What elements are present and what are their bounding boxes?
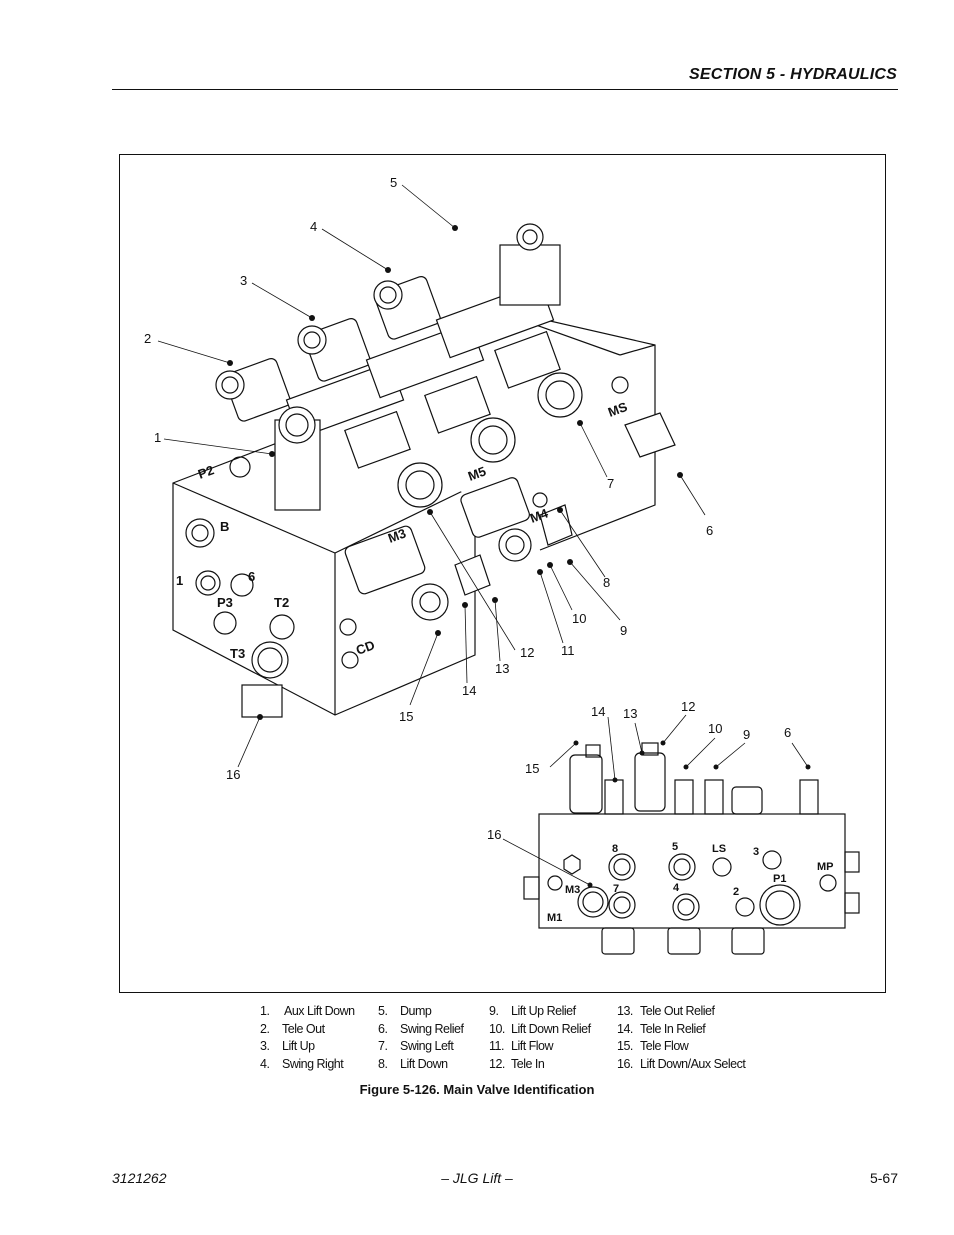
inset-callout-16: 16 [487, 827, 501, 842]
legend-item: 10.Lift Down Relief [489, 1021, 591, 1036]
port-label-m4: M4 [528, 505, 551, 526]
inset-label-m3: M3 [565, 884, 580, 896]
legend-item: 2.Tele Out [260, 1021, 325, 1036]
inset-label-3: 3 [753, 846, 759, 858]
inset-leader-dots [573, 740, 811, 888]
port-label-cd: CD [354, 637, 377, 658]
callout-10: 10 [572, 611, 586, 626]
footer-page-number: 5-67 [869, 1170, 898, 1186]
inset-label-p1: P1 [773, 873, 786, 885]
port-label-6: 6 [248, 569, 255, 584]
main-leader-lines [157, 184, 706, 768]
callout-9: 9 [620, 623, 627, 638]
port-label-m5: M5 [466, 464, 488, 484]
solenoid-valves [215, 223, 676, 718]
inset-label-8: 8 [612, 843, 618, 855]
inset-callout-15: 15 [525, 761, 539, 776]
port-label-m3: M3 [386, 526, 408, 546]
inset-port-labels: 8 5 LS 3 MP 7 4 2 P1 M3 M1 [547, 841, 834, 924]
legend-item: 1.Aux Lift Down [260, 1004, 355, 1018]
legend-col-4: 13.Tele Out Relief 14.Tele In Relief 15.… [617, 1003, 746, 1073]
legend-col-2: 5.Dump 6.Swing Relief 7.Swing Left 8.Lif… [378, 1003, 464, 1073]
callout-7: 7 [607, 476, 614, 491]
inset-callout-6: 6 [784, 725, 791, 740]
callout-5: 5 [390, 175, 397, 190]
inset-callout-9: 9 [743, 727, 750, 742]
callout-13: 13 [495, 661, 509, 676]
legend-item: 7.Swing Left [378, 1039, 454, 1053]
port-label-t2: T2 [274, 595, 289, 610]
callout-14: 14 [462, 683, 476, 698]
main-port-labels: P2 B 1 6 P3 T2 T3 CD MS M4 M5 M3 [176, 399, 630, 661]
port-label-ms: MS [606, 399, 630, 420]
inset-front-view [523, 742, 860, 955]
inset-label-mp: MP [817, 861, 834, 873]
legend-item: 9.Lift Up Relief [489, 1004, 576, 1018]
figure-caption: Figure 5-126. Main Valve Identification [359, 1082, 595, 1097]
legend-item: 16.Lift Down/Aux Select [617, 1056, 746, 1071]
section-header: SECTION 5 - HYDRAULICS [689, 66, 897, 83]
legend-item: 15.Tele Flow [617, 1039, 689, 1053]
inset-callout-13: 13 [623, 706, 637, 721]
inset-callout-10: 10 [708, 721, 722, 736]
port-label-p2: P2 [196, 462, 216, 482]
inset-label-2: 2 [733, 886, 739, 898]
callout-1: 1 [154, 430, 161, 445]
main-leader-dots [227, 225, 683, 720]
legend-item: 12.Tele In [489, 1056, 545, 1071]
port-label-1: 1 [176, 573, 183, 588]
legend-item: 5.Dump [378, 1004, 432, 1018]
main-valve-figure: P2 B 1 6 P3 T2 T3 CD MS M4 M5 M3 [119, 154, 886, 993]
callout-2: 2 [144, 331, 151, 346]
inset-label-7: 7 [613, 883, 619, 895]
port-label-p3: P3 [217, 595, 233, 610]
callout-6: 6 [706, 523, 713, 538]
callout-8: 8 [603, 575, 610, 590]
inset-callouts: 14 13 12 10 9 6 15 16 [487, 699, 791, 842]
port-circles [185, 376, 629, 679]
header-rule [112, 89, 898, 90]
valve-drawing: P2 B 1 6 P3 T2 T3 CD MS M4 M5 M3 [144, 175, 860, 955]
main-callouts: 1 2 3 4 5 6 7 8 9 10 11 12 13 14 15 16 [144, 175, 713, 782]
legend-item: 8.Lift Down [378, 1056, 448, 1071]
inset-label-ls: LS [712, 843, 726, 855]
legend-item: 4.Swing Right [260, 1056, 344, 1071]
footer-company: – JLG Lift – [441, 1170, 513, 1186]
callout-3: 3 [240, 273, 247, 288]
inset-label-5: 5 [672, 841, 678, 853]
legend-item: 13.Tele Out Relief [617, 1004, 715, 1018]
legend-col-1: 1.Aux Lift Down 2.Tele Out 3.Lift Up 4.S… [260, 1003, 355, 1073]
legend-item: 6.Swing Relief [378, 1021, 464, 1036]
callout-11: 11 [561, 643, 575, 658]
callout-16: 16 [226, 767, 240, 782]
callout-4: 4 [310, 219, 317, 234]
inset-leader-lines [502, 714, 809, 886]
port-label-t3: T3 [230, 646, 245, 661]
legend-item: 11.Lift Flow [489, 1039, 554, 1053]
footer-doc-number: 3121262 [112, 1170, 167, 1186]
legend-col-3: 9.Lift Up Relief 10.Lift Down Relief 11.… [489, 1003, 591, 1073]
port-label-b: B [220, 519, 229, 534]
callout-12: 12 [520, 645, 534, 660]
inset-callout-14: 14 [591, 704, 605, 719]
legend-item: 14.Tele In Relief [617, 1021, 706, 1036]
legend-item: 3.Lift Up [260, 1039, 315, 1053]
inset-label-m1: M1 [547, 912, 562, 924]
inset-label-4: 4 [673, 882, 680, 894]
inset-callout-12: 12 [681, 699, 695, 714]
callout-15: 15 [399, 709, 413, 724]
